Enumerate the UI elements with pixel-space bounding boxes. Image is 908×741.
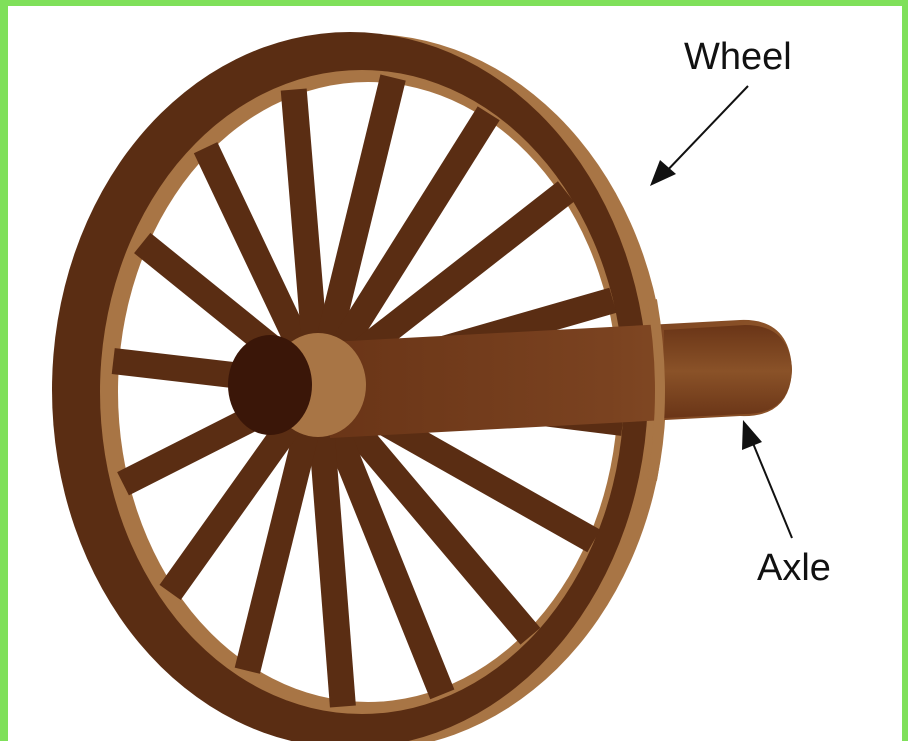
wheel-label: Wheel <box>684 36 792 78</box>
wheel-arrow <box>662 86 748 176</box>
axle-stub <box>664 325 792 418</box>
axle-arrow <box>750 436 792 538</box>
wheel-arrowhead <box>650 160 676 186</box>
axle-label: Axle <box>757 547 831 589</box>
axle-arrowhead <box>742 420 762 450</box>
